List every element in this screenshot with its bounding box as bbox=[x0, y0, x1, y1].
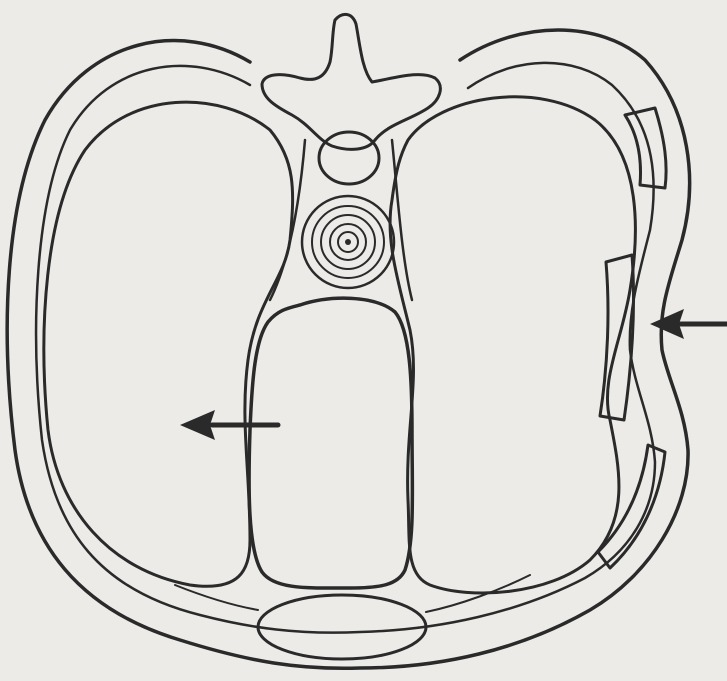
arrow-left bbox=[180, 410, 278, 440]
left-lung bbox=[44, 102, 293, 586]
esophagus-rings bbox=[302, 196, 394, 288]
right-lung bbox=[390, 97, 635, 593]
central-cavity bbox=[249, 298, 412, 588]
vertebra bbox=[262, 14, 440, 184]
rib-fragments bbox=[598, 108, 666, 568]
